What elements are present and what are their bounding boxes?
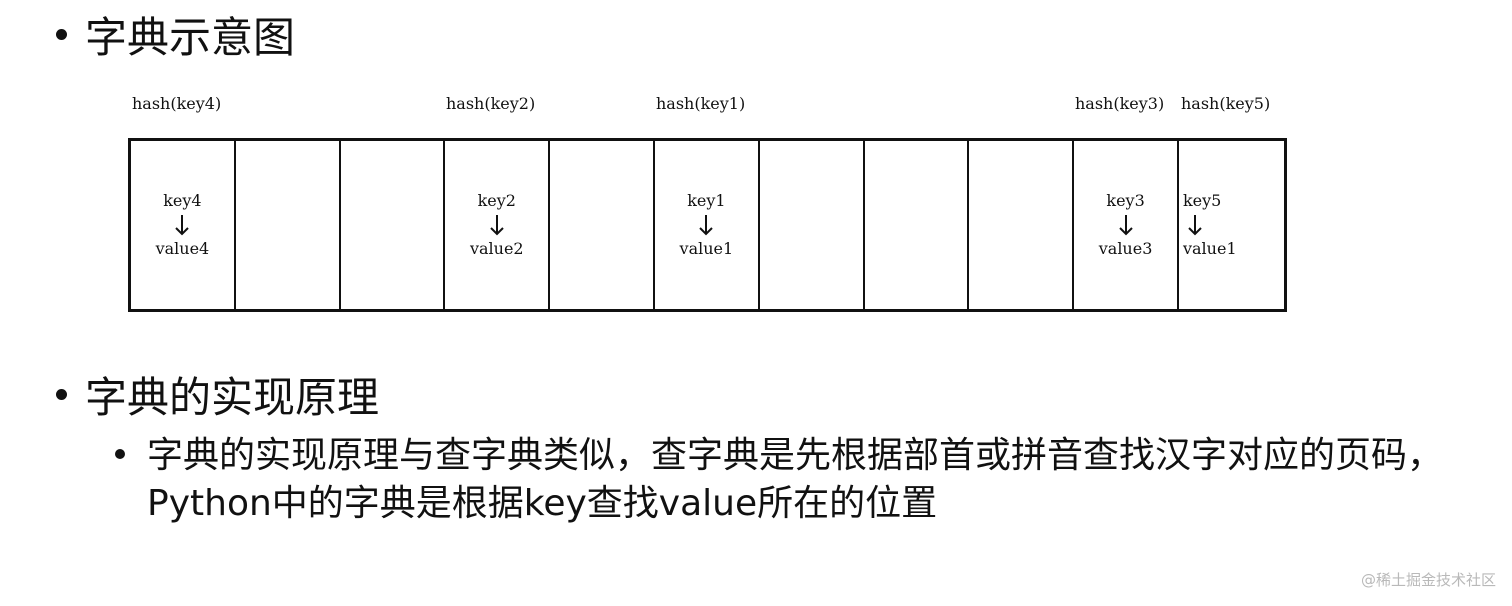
slot-value: value1 [1182, 239, 1237, 258]
bullet-icon [56, 388, 67, 400]
slot-key: key4 [163, 191, 202, 210]
slot-key: key3 [1106, 191, 1145, 210]
hash-slot-9: key3 value3 [1074, 141, 1179, 309]
slot-key: key2 [477, 191, 516, 210]
down-arrow-icon [490, 215, 504, 236]
hash-label-key4: hash(key4) [132, 94, 222, 113]
slot-entry: key1 value1 [655, 191, 758, 259]
watermark: @稀土掘金技术社区 [1360, 571, 1496, 589]
hash-slot-6 [760, 141, 865, 309]
bullet-icon [115, 449, 125, 459]
slot-value: value2 [469, 239, 524, 258]
hash-slot-1 [236, 141, 341, 309]
section-title: 字典示意图 [85, 12, 296, 62]
slot-entry: key4 value4 [131, 191, 234, 259]
down-arrow-icon [175, 215, 190, 236]
sub-bullet-text: 字典的实现原理与查字典类似，查字典是先根据部首或拼音查找汉字对应的页码，Pyth… [147, 435, 1444, 524]
slot-entry: key3 value3 [1074, 191, 1177, 259]
hash-slot-2 [341, 141, 446, 309]
hash-label-key5: hash(key5) [1181, 94, 1271, 113]
section-title: 字典的实现原理 [85, 372, 380, 422]
hash-slot-10: key5 value1 [1179, 141, 1284, 309]
hash-table: key4 value4 key2 value2 key1 valu [128, 138, 1287, 312]
slot-value: value1 [679, 239, 734, 258]
slot-key: key1 [687, 191, 726, 210]
hash-slot-4 [550, 141, 655, 309]
hash-label-key2: hash(key2) [446, 94, 536, 113]
slot-key: key5 [1182, 191, 1222, 210]
hash-slot-0: key4 value4 [131, 141, 236, 309]
down-arrow-icon [1118, 215, 1133, 236]
section-heading-principle: 字典的实现原理 [56, 366, 379, 422]
hash-slot-8 [969, 141, 1075, 309]
hash-slot-7 [865, 141, 970, 309]
bullet-icon [56, 28, 67, 40]
slot-entry: key2 value2 [445, 191, 548, 259]
sub-bullet-item: 字典的实现原理与查字典类似，查字典是先根据部首或拼音查找汉字对应的页码，Pyth… [115, 432, 1495, 528]
hash-label-key1: hash(key1) [656, 94, 746, 113]
slot-entry: key5 value1 [1183, 191, 1284, 259]
hash-label-key3: hash(key3) [1075, 94, 1165, 113]
down-arrow-icon [699, 215, 714, 236]
hash-slot-3: key2 value2 [445, 141, 551, 309]
section-heading-diagram: 字典示意图 [56, 6, 295, 62]
down-arrow-icon [1188, 215, 1202, 236]
slot-value: value4 [155, 239, 210, 258]
slot-value: value3 [1098, 239, 1153, 258]
hash-slot-5: key1 value1 [655, 141, 760, 309]
